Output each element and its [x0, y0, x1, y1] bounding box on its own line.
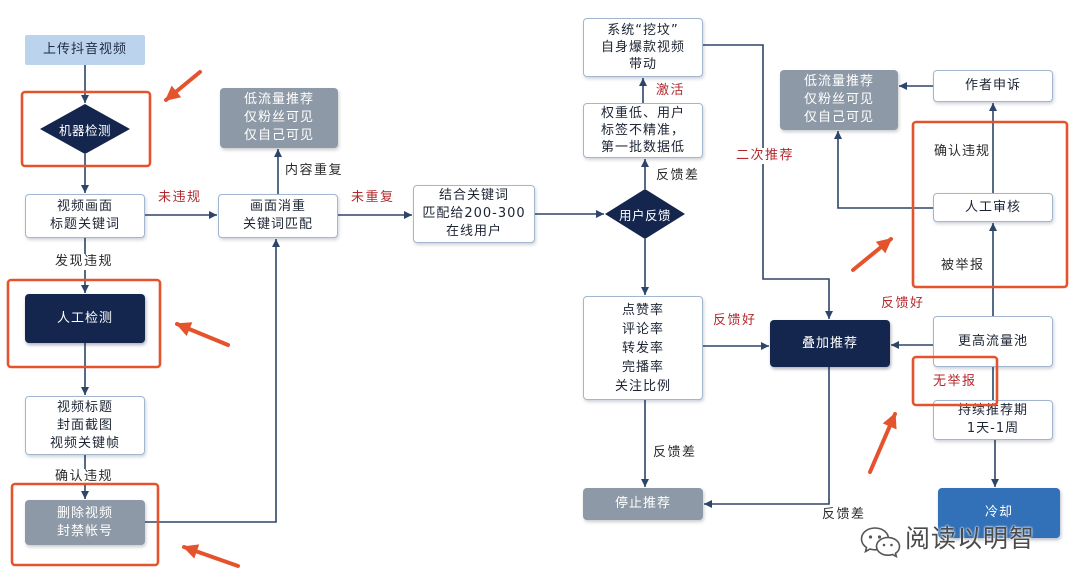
node-dig-old-hits: 系统“挖坟” 自身爆款视频 带动 [583, 18, 703, 77]
red-arrow-icon-machine-check [164, 70, 202, 102]
red-arrow-icon-manual-review [851, 237, 893, 272]
node-low-traffic-left: 低流量推荐 仅粉丝可见 仅自己可见 [220, 88, 338, 148]
label-activated: 激活 [655, 83, 687, 99]
red-arrow-icon-not-reported [868, 412, 897, 474]
label-good-feedback-left: 反馈好 [712, 313, 758, 329]
connector-delete-to-dedup [145, 239, 280, 523]
node-machine-check: 机器检测 [40, 104, 130, 154]
label-second-recommend: 二次推荐 [735, 148, 796, 164]
node-cooldown: 冷却 [938, 488, 1060, 538]
red-arrow-icon-delete-ban [182, 544, 240, 568]
label-good-feedback-right: 反馈好 [880, 296, 926, 312]
node-higher-traffic-pool: 更高流量池 [933, 316, 1053, 367]
label-found-violation: 发现违规 [54, 254, 115, 270]
label-not-violating: 未违规 [157, 190, 203, 206]
node-author-appeal: 作者申诉 [933, 70, 1053, 102]
node-upload: 上传抖音视频 [25, 35, 145, 65]
connector-manual-review-to-low-traffic-right [834, 131, 933, 209]
node-metrics: 点赞率 评论率 转发率 完播率 关注比例 [583, 296, 703, 400]
label-not-reported: 无举报 [932, 374, 978, 390]
label-reported: 被举报 [940, 258, 986, 274]
connector-boost-to-stop [704, 367, 830, 508]
wechat-icon [860, 527, 901, 558]
label-not-duplicate: 未重复 [350, 190, 396, 206]
label-poor-feedback-top: 反馈差 [655, 168, 701, 184]
node-user-feedback: 用户反馈 [605, 189, 685, 239]
red-arrow-icon-manual-check [175, 322, 230, 347]
node-sustained-period: 持续推荐期 1天-1周 [933, 400, 1053, 440]
label-confirmed-violation-left: 确认违规 [54, 469, 115, 485]
label-content-duplicate: 内容重复 [284, 163, 345, 179]
watermark-text: 阅读以明智 [905, 524, 1036, 553]
label-poor-feedback-bottom: 反馈差 [821, 507, 867, 523]
node-stop-recommend: 停止推荐 [583, 488, 703, 520]
node-low-weight: 权重低、用户 标签不精准， 第一批数据低 [583, 103, 703, 158]
node-manual-review: 人工审核 [933, 193, 1053, 222]
label-poor-feedback-middle: 反馈差 [652, 445, 698, 461]
label-confirmed-violation-right: 确认违规 [933, 144, 992, 160]
node-manual-check: 人工检测 [25, 294, 145, 343]
node-dedup-match: 画面消重 关键词匹配 [218, 194, 338, 238]
node-low-traffic-right: 低流量推荐 仅粉丝可见 仅自己可见 [780, 70, 898, 130]
node-boost-recommend: 叠加推荐 [770, 320, 890, 367]
node-delete-ban: 删除视频 封禁帐号 [25, 500, 145, 545]
node-video-frames: 视频标题 封面截图 视频关键帧 [25, 396, 145, 455]
node-video-keywords: 视频画面 标题关键词 [25, 194, 145, 238]
node-match-online-users: 结合关键词 匹配给200-300 在线用户 [413, 185, 535, 243]
